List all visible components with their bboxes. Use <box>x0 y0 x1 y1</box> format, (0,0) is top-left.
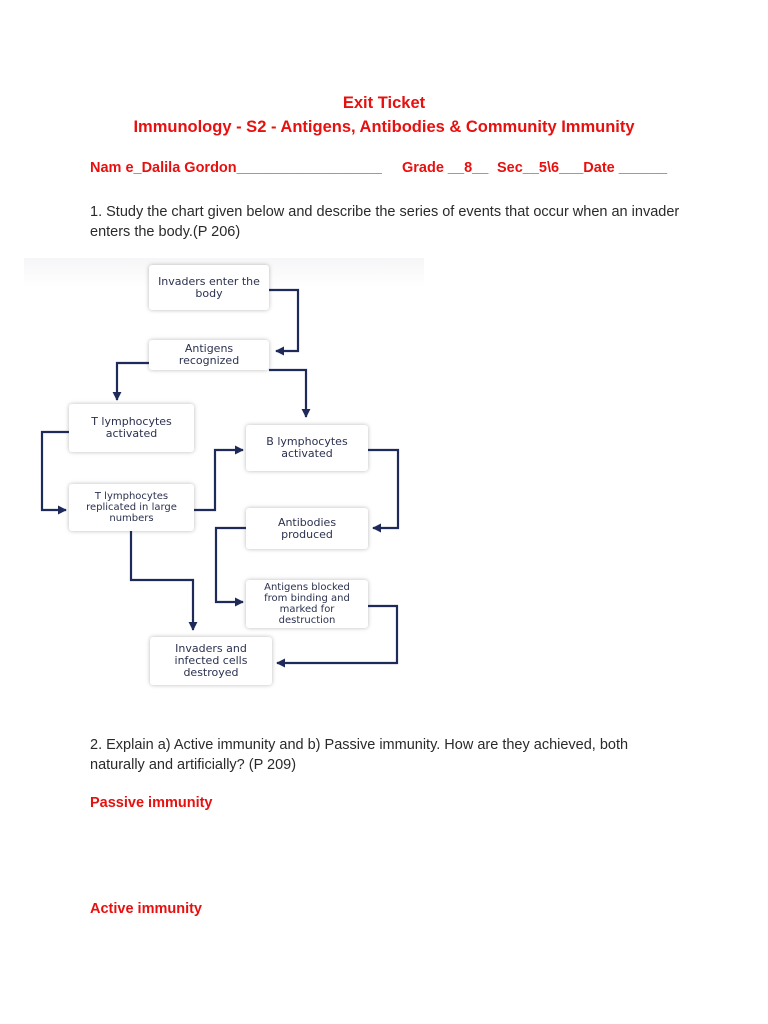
node-antibodies-produced: Antibodies produced <box>246 508 368 549</box>
node-antigens-recognized: Antigens recognized <box>149 340 269 370</box>
node-b-lymphocytes-activated: B lymphocytes activated <box>246 425 368 471</box>
node-t-lymphocytes-replicated: T lymphocytes replicated in large number… <box>69 484 194 531</box>
page-title: Exit Ticket <box>342 94 426 112</box>
passive-immunity-label: Passive immunity <box>90 795 213 811</box>
node-invaders-enter: Invaders enter the body <box>149 265 269 310</box>
immune-response-flowchart: Invaders enter the body Antigens recogni… <box>24 258 424 698</box>
section-date-field: Sec__5\6___Date ______ <box>497 160 668 176</box>
grade-field: Grade __8__ <box>402 160 489 176</box>
question-2-text: 2. Explain a) Active immunity and b) Pas… <box>90 737 629 773</box>
node-t-lymphocytes-activated: T lymphocytes activated <box>69 404 194 452</box>
student-name-field: Nam e_Dalila Gordon__________________ <box>90 160 382 176</box>
node-invaders-destroyed: Invaders and infected cells destroyed <box>150 637 272 685</box>
active-immunity-label: Active immunity <box>90 901 202 917</box>
node-antigens-blocked: Antigens blocked from binding and marked… <box>246 580 368 628</box>
page-subtitle: Immunology - S2 - Antigens, Antibodies &… <box>133 118 635 136</box>
question-1-text: 1. Study the chart given below and descr… <box>90 204 680 240</box>
